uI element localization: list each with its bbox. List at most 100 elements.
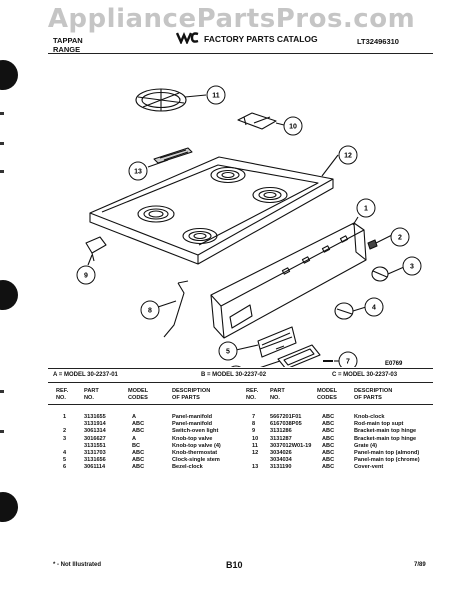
thermostat-knob [334,302,367,320]
svg-text:1: 1 [364,206,368,213]
header-model-sub: CODES [128,395,148,401]
header-desc-sub: OF PARTS [172,395,200,401]
grate-part [135,88,207,112]
svg-text:7: 7 [346,359,350,366]
cell-desc: Knob-clock [354,414,385,420]
cell-code: ABC [132,464,145,471]
cell-ref: 9 [252,428,256,435]
cell-code: ABC [132,450,145,456]
cell-part: 3034034 [270,457,292,464]
clock-assembly [235,326,297,358]
cell-desc: Bezel-clock [172,464,203,471]
table-header: REF. NO. PART NO. MODEL CODES DESCRIPTIO… [0,388,463,418]
callout-bubbles: 11 10 13 12 1 2 3 4 [76,85,422,367]
callout-1: 1 [356,198,376,218]
callout-7: 7 [338,351,358,367]
cell-part: 6167038P05 [270,421,302,428]
cell-part: 3131656 [84,457,106,464]
header-ref-right-sub: NO. [246,395,256,401]
main-top-support-rod [157,280,189,338]
top-valve-knob [371,266,405,282]
callout-4: 4 [364,297,384,317]
wci-logo [176,31,199,44]
cell-code: BC [132,442,141,449]
cell-ref: 7 [252,414,256,420]
cell-part: 3131190 [270,464,292,471]
cell-code: ABC [322,435,335,442]
cell-code: A [132,435,137,442]
cell-desc: Switch-oven light [172,428,219,435]
cell-part: 3061314 [84,428,106,435]
cell-code: ABC [132,421,145,428]
callout-8: 8 [140,300,160,320]
header-part: PART [84,388,99,394]
cell-part: 5667201F01 [270,414,302,420]
callout-10: 10 [283,116,303,136]
cell-part: 3061114 [84,464,106,471]
scan-speck [0,142,4,145]
page-number: B10 [226,560,243,570]
cell-code: ABC [322,421,335,428]
model-a: A = MODEL 30-2237-01 [53,372,118,378]
cell-code: ABC [132,428,145,435]
footnote: * - Not Illustrated [53,562,102,568]
punch-hole [0,60,18,90]
cell-code: ABC [322,464,335,471]
cell-code: ABC [322,442,335,449]
svg-text:10: 10 [289,124,297,131]
svg-text:8: 8 [148,308,152,315]
diagram-bottom-rule [48,368,433,369]
callout-11: 11 [206,85,226,105]
cell-part: 3034026 [270,450,292,456]
header-model-right-sub: CODES [317,395,337,401]
cell-desc: Panel-main top (almond) [354,450,420,456]
diagram-code: E0769 [385,361,403,367]
scan-speck [0,430,4,433]
hinge-bracket-left [85,236,107,266]
cell-desc: Clock-single stem [172,457,220,464]
header-desc-right-sub: OF PARTS [354,395,382,401]
header-ref-sub: NO. [56,395,66,401]
svg-text:5: 5 [226,349,230,356]
model-c: C = MODEL 30-2237-03 [332,372,398,378]
cell-part: 3131286 [270,428,292,435]
header-ref-right: REF. [246,388,259,394]
cell-desc: Knob-top valve [172,435,213,442]
cell-desc: Panel-main top (chrome) [354,457,420,464]
scan-speck [0,112,4,115]
callout-5: 5 [218,341,238,361]
callout-13: 13 [128,161,148,181]
cell-desc: Cover-vent [354,464,384,471]
brand-line-2: RANGE [53,45,81,54]
cell-desc: Panel-manifold [172,414,213,420]
cell-ref: 5 [63,457,67,464]
header-desc-right: DESCRIPTION [354,388,393,394]
cell-part: 3131703 [84,450,106,456]
header-model-right: MODEL [317,388,338,394]
svg-text:4: 4 [372,305,376,312]
cell-ref: 8 [252,421,256,428]
punch-hole [0,280,18,310]
cell-ref: 2 [63,428,67,435]
header-desc: DESCRIPTION [172,388,211,394]
callout-2: 2 [390,227,410,247]
cell-part: 3131551 [84,442,106,449]
table-header-rule [48,404,433,405]
cell-ref: 3 [63,435,67,442]
cell-code: ABC [322,457,335,464]
header-model: MODEL [128,388,149,394]
watermark: AppliancePartsPros.com [47,4,416,34]
cell-desc: Panel-manifold [172,421,213,428]
vent-cover-part [147,147,193,168]
models-rule [48,382,433,383]
main-top-panel [89,154,339,265]
catalog-code: LT32496310 [357,37,399,46]
clock-bezel [260,344,321,367]
cell-part: 3037012W01-19 [270,442,312,449]
header-part-right-sub: NO. [270,395,280,401]
header-rule [48,53,433,54]
cell-ref: 13 [252,464,259,471]
oven-light-switch [367,234,393,250]
